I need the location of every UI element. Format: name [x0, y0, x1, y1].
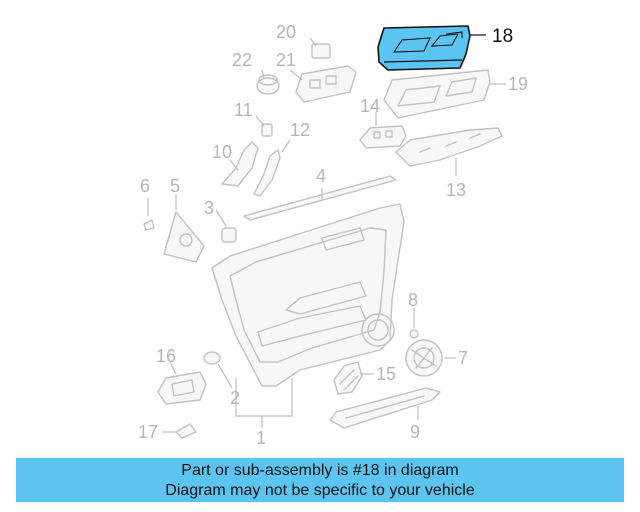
callout-10: 10 — [212, 142, 232, 162]
part-15-speaker-grille — [333, 361, 363, 395]
part-4-weatherstrip — [243, 175, 397, 221]
callout-22: 22 — [232, 50, 252, 70]
callout-18[interactable]: 18 — [492, 26, 513, 47]
callout-11: 11 — [234, 100, 253, 120]
part-21-window-switch — [295, 65, 357, 103]
callout-2: 2 — [230, 388, 240, 408]
part-18-switch-bezel[interactable] — [377, 25, 471, 71]
part-9-lower-trim — [329, 387, 441, 429]
callout-1-bracket — [235, 378, 293, 417]
callout-5: 5 — [170, 176, 180, 196]
part-12-handle-trim — [253, 149, 281, 197]
part-14-switch-panel — [359, 125, 407, 149]
part-20-switch — [311, 43, 331, 59]
callout-16: 16 — [156, 346, 176, 366]
callout-1: 1 — [256, 428, 266, 448]
part-16-handle-housing — [157, 371, 207, 405]
part-8-clip — [409, 329, 419, 339]
banner-line-2: Diagram may not be specific to your vehi… — [165, 482, 475, 499]
part-11-clip — [261, 123, 273, 137]
part-7-speaker — [405, 339, 443, 377]
callout-21: 21 — [276, 50, 296, 70]
part-22-knob — [256, 74, 280, 95]
part-2-bushing — [203, 351, 221, 365]
callout-4: 4 — [316, 166, 326, 186]
part-19-armrest-trim — [383, 69, 491, 119]
part-5-mirror-trim — [163, 211, 205, 263]
part-3-lock-knob — [221, 227, 237, 243]
part-17-bulb — [175, 423, 197, 439]
callout-14: 14 — [360, 96, 380, 116]
callout-20: 20 — [276, 22, 296, 42]
callout-3: 3 — [204, 198, 214, 218]
door-panel — [211, 203, 405, 387]
part-6-screw — [143, 219, 155, 231]
banner-line-1: Part or sub-assembly is #18 in diagram — [181, 462, 459, 479]
callout-19: 19 — [508, 74, 528, 94]
callout-9: 9 — [410, 422, 420, 442]
part-13-armrest-bracket — [395, 127, 503, 167]
callout-13: 13 — [446, 180, 466, 200]
part-10-pull-handle — [221, 141, 259, 187]
callout-6: 6 — [140, 176, 150, 196]
callout-12: 12 — [290, 120, 310, 140]
callout-8: 8 — [408, 290, 418, 310]
callout-7: 7 — [458, 348, 468, 368]
callout-15: 15 — [376, 364, 396, 384]
caption-banner: Part or sub-assembly is #18 in diagram D… — [16, 458, 624, 502]
diagram-svg: 18 19 20 21 22 14 13 — [138, 22, 528, 448]
parts-diagram: 18 19 20 21 22 14 13 — [138, 22, 528, 448]
callout-17: 17 — [138, 422, 158, 442]
